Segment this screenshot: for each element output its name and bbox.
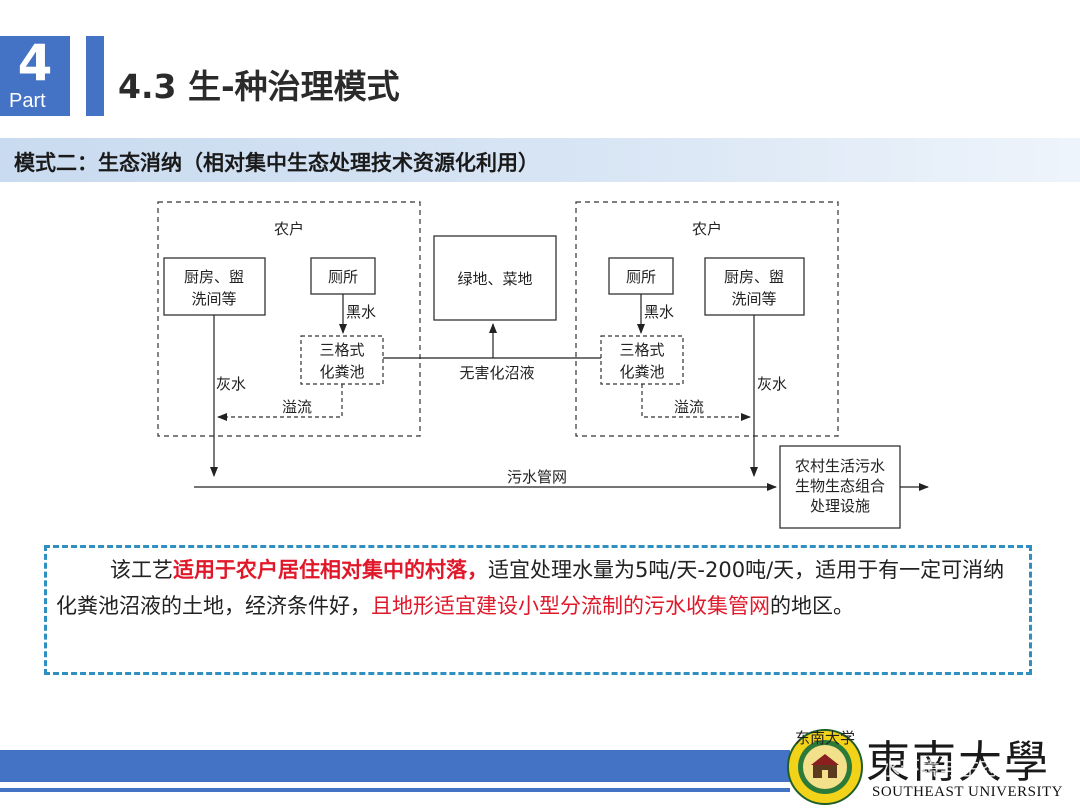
right-household-frame: [575, 201, 839, 437]
left-grey-water-label: 灰水: [216, 375, 246, 393]
header-accent-bar: [86, 36, 104, 116]
description-part-3: 适宜处理水量为5吨/天-200吨/天，适用于有一定可消纳化粪池沼液的土地，经济条…: [56, 558, 1005, 618]
facility-label-2: 生物生态组合: [795, 477, 885, 495]
university-seal-logo: 东南大学: [787, 729, 863, 805]
section-title: 4.3 生-种治理模式: [118, 67, 400, 106]
subtitle: 模式二：生态消纳（相对集中生态处理技术资源化利用）: [14, 151, 539, 175]
description-part-5: 的地区。: [770, 594, 854, 618]
part-label: Part: [9, 90, 46, 112]
left-overflow-label: 溢流: [282, 398, 312, 416]
facility-label-3: 处理设施: [810, 497, 870, 515]
left-toilet-label: 厕所: [328, 268, 358, 286]
description-part-1: 该工艺: [110, 558, 173, 582]
right-septic-label-1: 三格式: [619, 341, 664, 359]
left-septic-tank-box: [300, 335, 384, 385]
right-septic-label-2: 化粪池: [619, 363, 664, 381]
footer-band: [0, 750, 790, 782]
left-kitchen-box: [163, 257, 266, 316]
right-overflow-label: 溢流: [674, 398, 704, 416]
green-land-box: [433, 235, 557, 321]
sewer-network-label: 污水管网: [507, 468, 567, 486]
right-toilet-label: 厕所: [626, 268, 656, 286]
left-household-title: 农户: [274, 220, 304, 238]
process-flow-diagram: 农户 厨房、盥 洗间等 厕所 黑水 三格式 化粪池 溢流 灰水 绿地、菜地 无害…: [157, 201, 929, 529]
left-septic-label-2: 化粪池: [319, 363, 364, 381]
right-toilet-box: [608, 257, 674, 295]
facility-label-1: 农村生活污水: [795, 457, 885, 475]
footer-line: [0, 788, 790, 792]
university-calligraphy: 東南大學: [866, 737, 1050, 788]
right-grey-water-label: 灰水: [757, 375, 787, 393]
part-badge: 4 Part: [0, 34, 70, 116]
right-kitchen-label-2: 洗间等: [731, 290, 776, 308]
description-highlight-2: 且地形适宜建设小型分流制的污水收集管网: [371, 594, 770, 618]
right-household-title: 农户: [692, 220, 722, 238]
right-black-water-label: 黑水: [644, 303, 674, 321]
right-kitchen-box: [704, 257, 805, 316]
treatment-facility-box: [779, 445, 901, 529]
right-kitchen-label-1: 厨房、盥: [724, 268, 784, 286]
left-kitchen-label-2: 洗间等: [191, 290, 236, 308]
university-name: SOUTHEAST UNIVERSITY: [872, 784, 1063, 800]
left-household-frame: [157, 201, 421, 437]
left-septic-label-1: 三格式: [319, 341, 364, 359]
left-black-water-label: 黑水: [346, 303, 376, 321]
green-land-label: 绿地、菜地: [457, 270, 532, 288]
harmless-liquid-label: 无害化沼液: [459, 364, 534, 382]
seal-text: 东南大学: [795, 729, 855, 747]
left-kitchen-label-1: 厨房、盥: [184, 268, 244, 286]
description-highlight-1: 适用于农户居住相对集中的村落，: [173, 558, 488, 582]
watermark-text: 水环境与生态: [880, 756, 1000, 780]
subtitle-band: [0, 138, 1080, 182]
part-number: 4: [17, 34, 53, 92]
description-frame: [44, 545, 1032, 675]
description-text: 该工艺适用于农户居住相对集中的村落，适宜处理水量为5吨/天-200吨/天，适用于…: [56, 552, 1016, 624]
